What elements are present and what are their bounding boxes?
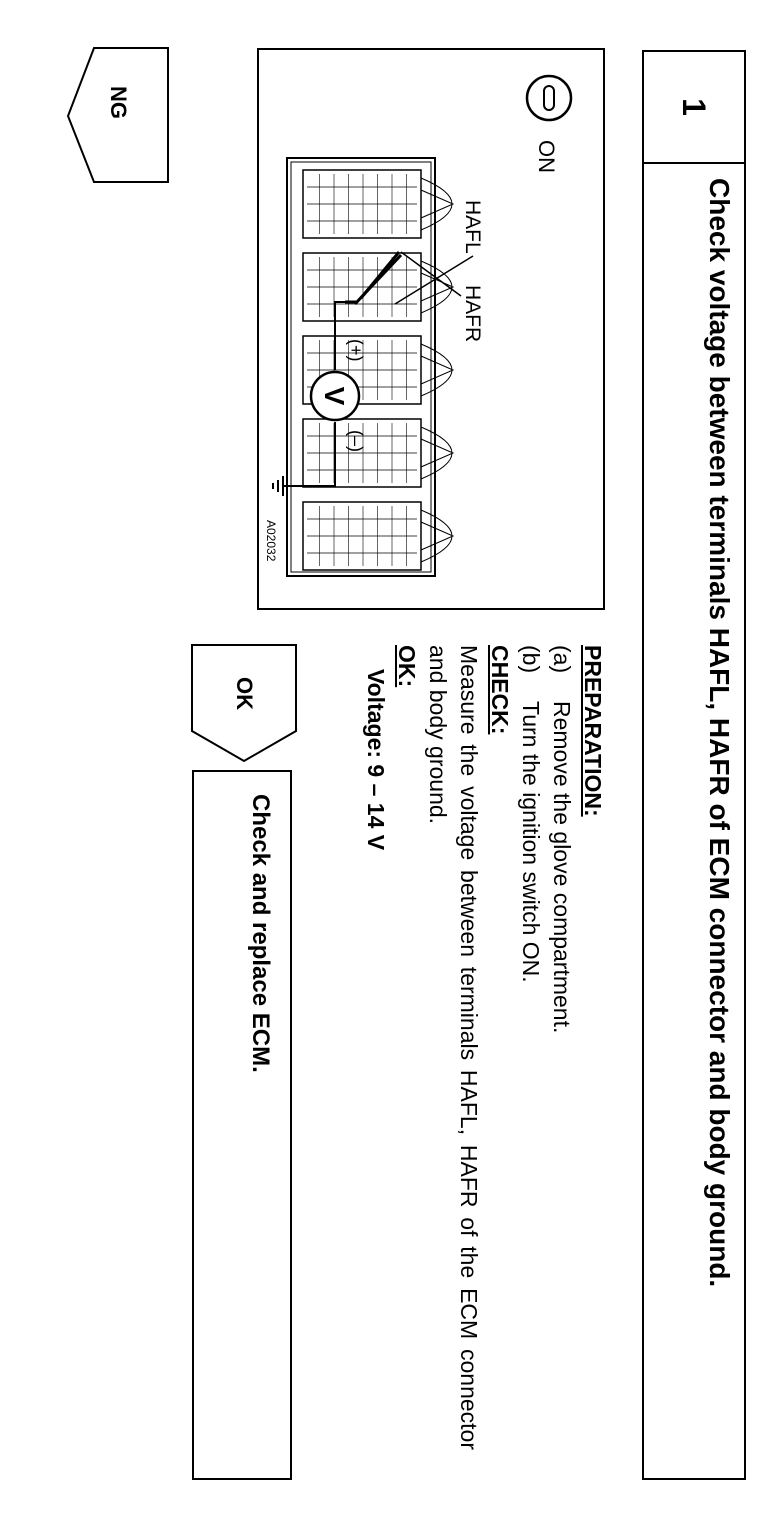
ok-result-tag: OK xyxy=(190,643,298,763)
instructions: PREPARATION: (a) Remove the glove compar… xyxy=(360,645,608,1450)
connector-block xyxy=(302,169,455,239)
figure-code: A02032 xyxy=(264,520,278,562)
step-title: Check voltage between terminals HAFL, HA… xyxy=(704,178,735,1288)
item-label: (b) xyxy=(518,645,544,674)
instruction-item: (b) Turn the ignition switch ON. xyxy=(515,645,546,1445)
voltmeter-icon: V xyxy=(309,370,361,422)
terminal-label-right: HAFR xyxy=(461,285,484,342)
ok-heading: OK: xyxy=(394,645,420,688)
step-number: 1 xyxy=(644,52,744,164)
preparation-heading: PREPARATION: xyxy=(580,645,606,817)
ground-symbol-icon xyxy=(272,476,284,496)
connector-block xyxy=(302,418,455,488)
plus-label: (+) xyxy=(346,339,366,362)
ng-label: NG xyxy=(106,86,131,119)
ok-action: Check and replace ECM. xyxy=(247,794,274,1073)
check-heading: CHECK: xyxy=(487,645,513,735)
ecm-connector-icon xyxy=(286,157,455,577)
switch-label: ON xyxy=(534,140,559,173)
item-text: Remove the glove compartment. xyxy=(549,701,575,1034)
minus-label: (–) xyxy=(346,430,366,452)
connector-block xyxy=(302,501,455,571)
meter-symbol: V xyxy=(319,387,350,406)
wiring-diagram: ON HAFL HAFR V xyxy=(257,48,605,610)
instruction-item: (a) Remove the glove compartment. xyxy=(546,645,577,1445)
ng-result-tag: NG xyxy=(66,46,170,186)
step-header: 1 Check voltage between terminals HAFL, … xyxy=(642,50,746,1480)
ignition-key-icon xyxy=(525,74,573,122)
connector-block xyxy=(302,252,455,322)
item-label: (a) xyxy=(549,645,575,674)
ok-label: OK xyxy=(232,677,257,710)
terminal-label-left: HAFL xyxy=(461,200,484,254)
ok-action-box: Check and replace ECM. xyxy=(192,770,292,1480)
item-text: Turn the ignition switch ON. xyxy=(518,701,544,983)
voltage-spec: Voltage: 9 – 14 V xyxy=(363,669,389,851)
diagram-drawing: ON HAFL HAFR V xyxy=(264,74,573,577)
check-text: Measure the voltage between terminals HA… xyxy=(425,645,482,1450)
test-leads xyxy=(283,251,403,487)
